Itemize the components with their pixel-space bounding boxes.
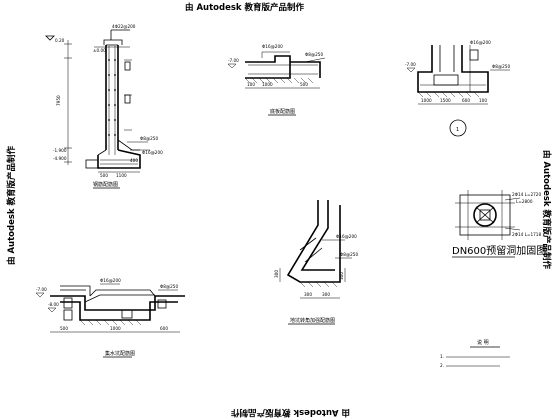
section-marker-label: 1 [456, 127, 459, 133]
detail-sump-pit: -7.00 -8.00 Φ16@200 Φ8@250 500 1000 600 … [35, 278, 185, 358]
level-label: -7.00 [36, 287, 47, 292]
level-label: -7.00 [228, 58, 239, 63]
rebar-label: Φ8@250 [140, 136, 158, 141]
rebar-label: 4Φ22@200 [112, 24, 136, 29]
rebar-label: Φ8@250 [305, 52, 323, 57]
level-label: -4.900 [53, 156, 67, 161]
rebar-label: Φ16@200 [100, 278, 121, 283]
level-label: 0.20 [55, 38, 65, 43]
detail-wall-section: 0.20 7950 -1.900 -4.900 4Φ22@200 ±0.00 [45, 24, 163, 189]
detail-caption: 钢筋配筋图 [93, 181, 118, 188]
dim-label: 300 [304, 292, 312, 297]
rebar-label: Φ8@250 [340, 252, 358, 257]
rebar-label: 2Φ14 L=2720 [512, 192, 541, 197]
rebar-label: Φ16@200 [336, 234, 357, 239]
notes-block: 说 明 1. 2. [440, 339, 510, 368]
dim-label: 1000 [110, 326, 121, 331]
level-label: ±0.00 [93, 48, 106, 53]
watermark-right: 由 Autodesk 教育版产品制作 [541, 150, 552, 270]
rebar-label: Φ8@250 [160, 284, 178, 289]
detail-caption: 集水坑配筋图 [105, 350, 135, 357]
dim-label: 600 [160, 326, 168, 331]
rebar-label: L=2800 [516, 199, 533, 204]
dim-label: 400 [130, 158, 138, 163]
detail-corner-section: -7.00 Φ16@200 Φ8@250 1000 1500 600 100 1 [405, 40, 510, 137]
rebar-label: Φ16@200 [470, 40, 491, 45]
level-label: -7.00 [405, 62, 416, 67]
dim-label: 1000 [262, 82, 273, 87]
level-label: -8.00 [48, 302, 59, 307]
level-label: -1.900 [53, 148, 67, 153]
dim-label: 100 [247, 82, 255, 87]
detail-dn600-opening: 2Φ14 L=2720 L=2800 2Φ14 L=1718 DN600预留洞加… [452, 190, 546, 258]
dim-label: 500 [300, 82, 308, 87]
dim-label: 300 [274, 270, 279, 278]
dim-label: 1100 [116, 173, 127, 178]
dim-label: 100 [479, 98, 487, 103]
watermark-top: 由 Autodesk 教育版产品制作 [185, 2, 305, 13]
detail-caption: 地坑转角加强配筋图 [290, 317, 335, 324]
dim-label: 600 [462, 98, 470, 103]
watermark-left: 由 Autodesk 教育版产品制作 [6, 145, 17, 265]
dim-label: 500 [60, 326, 68, 331]
dim-label: 300 [339, 272, 344, 280]
detail-caption: 底板配筋图 [270, 108, 295, 115]
notes-title: 说 明 [477, 339, 489, 346]
rebar-label: Φ16@200 [262, 44, 283, 49]
dim-label: 300 [322, 292, 330, 297]
dim-label: 1000 [421, 98, 432, 103]
rebar-label: Φ16@200 [142, 150, 163, 155]
rebar-label: 2Φ14 L=1718 [512, 232, 541, 237]
detail-floor-slab: Φ16@200 -7.00 Φ8@250 100 1000 500 底板配筋图 [227, 44, 326, 116]
section-marker [449, 119, 467, 137]
note-item: 2. [440, 363, 444, 368]
dim-label: 1500 [440, 98, 451, 103]
note-item: 1. [440, 354, 444, 359]
detail-corner-reinforcement: Φ16@200 Φ8@250 300 300 300 300 地坑转角加强配筋图 [274, 200, 358, 325]
detail-caption: DN600预留洞加固图 [452, 244, 546, 257]
dim-label: 500 [100, 173, 108, 178]
watermark-bottom: 由 Autodesk 教育版产品制作 [230, 407, 350, 418]
rebar-label: Φ8@250 [492, 64, 510, 69]
dim-label: 7950 [56, 95, 61, 106]
